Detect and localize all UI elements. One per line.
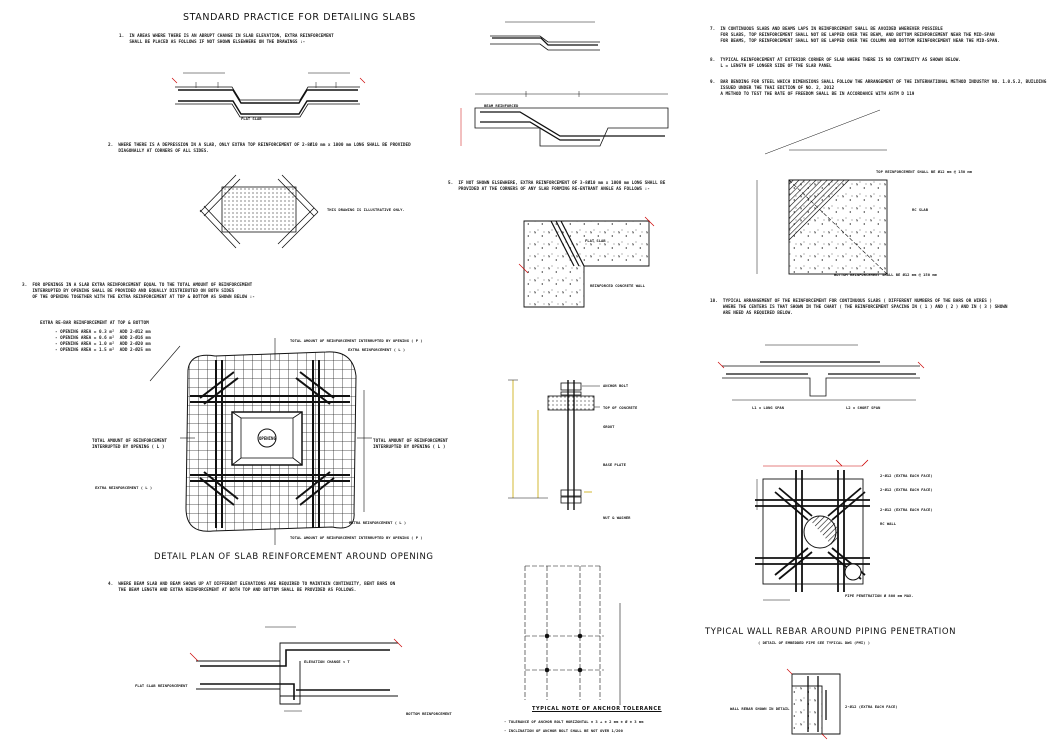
label-wall-rebar-detail: WALL REBAR SHOWN IN DETAIL	[730, 706, 790, 711]
label-top-of-conc: TOP OF CONCRETE	[603, 405, 638, 410]
label-rc-slab: RC SLAB	[912, 207, 929, 212]
beam-step-detail	[460, 21, 669, 147]
label-span-l1: L1 = LONG SPAN	[752, 405, 785, 410]
note-10: 10. TYPICAL ARRANGEMENT OF THE REINFORCE…	[710, 299, 1008, 316]
opening-plan-detail: OPENING	[149, 338, 372, 545]
label-each-face-1: 2-Ø12 (EXTRA EACH FACE)	[880, 473, 933, 478]
label-anchor-tol-2: - INCLINATION OF ANCHOR BOLT SHALL BE NO…	[504, 728, 623, 733]
wall-pipe-penetration-detail	[755, 459, 870, 601]
anchor-tolerance-title: TYPICAL NOTE OF ANCHOR TOLERANCE	[532, 706, 662, 712]
reentrant-corner-detail	[518, 216, 655, 308]
label-flat-slab-reinf: FLAT SLAB REINFORCEMENT	[135, 683, 188, 688]
label-extra-reinf-l: EXTRA REINFORCEMENT ( L )	[348, 347, 406, 352]
wall-rebar-subtitle: ( DETAIL OF EMBEDDED PIPE SEE TYPICAL DW…	[758, 640, 871, 645]
label-grout: GROUT	[603, 424, 615, 429]
label-pipe-penetration: PIPE PENETRATION Ø 800 mm MAX.	[845, 593, 914, 598]
note-9: 9. BAR BENDING FOR STEEL WHICH DIMENSION…	[710, 80, 1047, 97]
label-flat-slab: FLAT SLAB	[241, 116, 262, 121]
label-bottom-reinf-corner: BOTTOM REINFORCEMENT SHALL BE Ø12 mm @ 1…	[834, 272, 937, 277]
label-anchor-bolt: ANCHOR BOLT	[603, 383, 629, 388]
label-anchor-tol-1: - TOLERANCE OF ANCHOR BOLT HORIZONTAL ± …	[504, 719, 644, 724]
label-rc-wall-2: RC WALL	[880, 521, 897, 526]
note-3: 3. FOR OPENINGS IN A SLAB EXTRA REINFORC…	[22, 283, 255, 300]
opening-plan-title: DETAIL PLAN OF SLAB REINFORCEMENT AROUND…	[154, 552, 434, 562]
anchor-tolerance-detail	[524, 565, 621, 705]
label-extra-rebar-top-bottom: EXTRA RE-BAR REINFORCEMENT AT TOP & BOTT…	[40, 321, 149, 326]
label-top-reinf-corner: TOP REINFORCEMENT SHALL BE Ø12 mm @ 150 …	[876, 169, 973, 174]
note-2: 2. WHERE THERE IS A DEPRESSION IN A SLAB…	[108, 143, 411, 154]
note-7: 7. IN CONTINUOUS SLABS AND BEAMS LAPS IN…	[710, 27, 1000, 44]
label-each-face-2: 2-Ø12 (EXTRA EACH FACE)	[880, 487, 933, 492]
continuous-slab-detail	[717, 344, 925, 401]
label-total-interrupted-l: TOTAL AMOUNT OF REINFORCEMENT INTERRUPTE…	[92, 439, 168, 450]
beam-elevation-detail	[189, 626, 403, 712]
label-extra-reinf-l3: EXTRA REINFORCEMENT ( L )	[349, 520, 407, 525]
label-nut-washer: NUT & WASHER	[603, 515, 631, 520]
note-5: 5. IF NOT SHOWN ELSEWHERE, EXTRA REINFOR…	[448, 181, 666, 192]
corner-slab-detail	[756, 109, 888, 275]
note-4: 4. WHERE BEAM SLAB AND BEAM SHOWS UP AT …	[108, 582, 396, 593]
slab-step-detail	[171, 72, 366, 118]
opening-label: OPENING	[259, 436, 276, 441]
wall-rebar-title: TYPICAL WALL REBAR AROUND PIPING PENETRA…	[705, 627, 957, 637]
main-title: STANDARD PRACTICE FOR DETAILING SLABS	[183, 12, 416, 23]
wall-rebar-bottom-detail	[786, 668, 841, 740]
label-bottom-reinf: BOTTOM REINFORCEMENT	[406, 711, 452, 716]
label-base-plate: BASE PLATE	[603, 462, 626, 467]
label-opening-area-list: - OPENING AREA = 0.3 m² ADD 2-Ø12 mm - O…	[55, 330, 151, 353]
label-total-interrupted-r: TOTAL AMOUNT OF REINFORCEMENT INTERRUPTE…	[373, 439, 449, 450]
label-elevation-change: ELEVATION CHANGE < T	[304, 659, 350, 664]
label-total-interrupted-p2: TOTAL AMOUNT OF REINFORCEMENT INTERRUPTE…	[290, 535, 423, 540]
label-rc-wall: REINFORCED CONCRETE WALL	[590, 283, 645, 288]
label-each-face-3: 2-Ø12 (EXTRA EACH FACE)	[880, 507, 933, 512]
note-8: 8. TYPICAL REINFORCEMENT AT EXTERIOR COR…	[710, 58, 961, 69]
label-extra-each-face-bottom: 2-Ø12 (EXTRA EACH FACE)	[845, 704, 898, 709]
label-span-l2: L2 = SHORT SPAN	[846, 405, 881, 410]
depression-detail	[199, 174, 319, 249]
label-extra-reinf-l2: EXTRA REINFORCEMENT ( L )	[95, 485, 153, 490]
note-1: 1. IN AREAS WHERE THERE IS AN ABRUPT CHA…	[119, 34, 334, 45]
label-beam-reinforced: BEAM REINFORCED	[484, 103, 519, 108]
anchor-bolt-detail	[508, 379, 600, 510]
label-illustrative: THIS DRAWING IS ILLUSTRATIVE ONLY.	[327, 207, 405, 212]
label-total-interrupted-p: TOTAL AMOUNT OF REINFORCEMENT INTERRUPTE…	[290, 338, 423, 343]
